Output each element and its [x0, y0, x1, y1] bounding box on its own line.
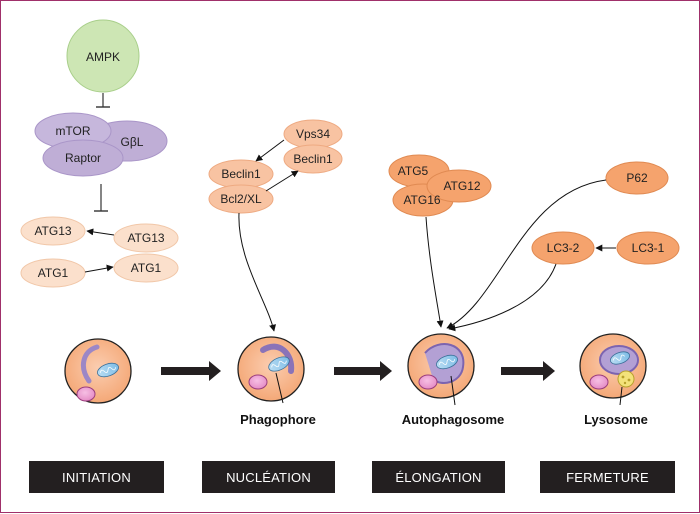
atg5-label: ATG5	[398, 164, 429, 178]
lc3-2-node: LC3-2	[531, 231, 595, 265]
p62-node: P62	[605, 161, 669, 195]
mitochondrion-icon	[610, 351, 630, 365]
phagophore-caption: Phagophore	[240, 412, 316, 427]
arrow-to-phagophore	[238, 212, 276, 332]
phagophore-membrane	[260, 343, 295, 374]
stage-closure: FERMETURE	[540, 461, 675, 493]
vesicle-icon	[248, 374, 268, 390]
stage-nucleation: NUCLÉATION	[202, 461, 335, 493]
cell-closure	[579, 333, 647, 406]
atg1-right-node: ATG1	[113, 253, 179, 283]
stage-elongation: ÉLONGATION	[372, 461, 505, 493]
lysosome-pointer	[619, 386, 623, 406]
lysosome-caption: Lysosome	[584, 412, 648, 427]
atg1-left-label: ATG1	[38, 266, 69, 280]
stage-arrow-1	[161, 361, 221, 381]
beclin1-top-node: Beclin1	[283, 144, 343, 174]
inhibition-ampk-mtor	[96, 93, 110, 108]
vps34-node: Vps34	[283, 119, 343, 149]
atg12-label: ATG12	[443, 179, 480, 193]
vesicle-icon	[76, 386, 96, 402]
inhibition-mtor-atg	[94, 184, 108, 212]
atg1-left-node: ATG1	[20, 258, 86, 288]
vesicle-icon	[418, 374, 438, 390]
arrow-lc3-to-autophagosome	[448, 263, 557, 332]
gbl-label: GβL	[121, 135, 144, 149]
vps34-label: Vps34	[296, 127, 330, 141]
mtor-label: mTOR	[55, 124, 90, 138]
beclin1-top-label: Beclin1	[293, 152, 333, 166]
stage-elongation-label: ÉLONGATION	[395, 470, 481, 485]
autophagosome-pointer	[450, 375, 456, 406]
atg13-right-node: ATG13	[113, 223, 179, 253]
bcl2-node: Bcl2/XL	[208, 184, 274, 214]
beclin1-left-node: Beclin1	[208, 159, 274, 189]
atg16-label: ATG16	[403, 193, 440, 207]
cell-elongation	[407, 333, 475, 406]
cell-nucleation	[237, 336, 305, 404]
stage-initiation: INITIATION	[29, 461, 164, 493]
lc3-2-label: LC3-2	[547, 241, 580, 255]
bcl2-label: Bcl2/XL	[220, 192, 262, 206]
mitochondrion-icon	[268, 356, 290, 372]
cell-initiation	[64, 338, 132, 404]
arrow-bcl2-beclin	[265, 170, 299, 192]
stage-initiation-label: INITIATION	[62, 470, 131, 485]
arrow-vps34-beclin	[255, 139, 285, 162]
lc3-1-label: LC3-1	[632, 241, 665, 255]
autophagosome-caption: Autophagosome	[402, 412, 505, 427]
stage-closure-label: FERMETURE	[566, 470, 649, 485]
atg13-left-label: ATG13	[34, 224, 71, 238]
ampk-node: AMPK	[66, 19, 140, 93]
atg13-right-label: ATG13	[127, 231, 164, 245]
arrow-atg1	[84, 264, 114, 273]
arrow-atg13	[86, 228, 115, 236]
mitochondrion-icon	[436, 354, 458, 370]
phagophore-pointer	[275, 372, 284, 404]
lc3-1-node: LC3-1	[616, 231, 680, 265]
stage-nucleation-label: NUCLÉATION	[226, 470, 311, 485]
stage-arrow-2	[334, 361, 392, 381]
atg13-left-node: ATG13	[20, 216, 86, 246]
mtor-complex: mTOR GβL Raptor	[34, 112, 168, 177]
ampk-label: AMPK	[86, 50, 120, 64]
arrow-to-autophagosome-atg	[425, 216, 444, 328]
arrow-p62-to-autophagosome	[446, 179, 607, 329]
membrane-fragment	[80, 344, 100, 384]
atg1-right-label: ATG1	[131, 261, 162, 275]
lysosome-icon	[617, 370, 635, 388]
vesicle-icon	[589, 374, 609, 390]
mitochondrion-icon	[97, 362, 119, 378]
raptor-label: Raptor	[65, 151, 101, 165]
p62-label: P62	[626, 171, 648, 185]
atg-conjugate: ATG5 ATG12 ATG16	[388, 154, 492, 217]
beclin1-left-label: Beclin1	[221, 167, 261, 181]
stage-arrow-3	[501, 361, 555, 381]
